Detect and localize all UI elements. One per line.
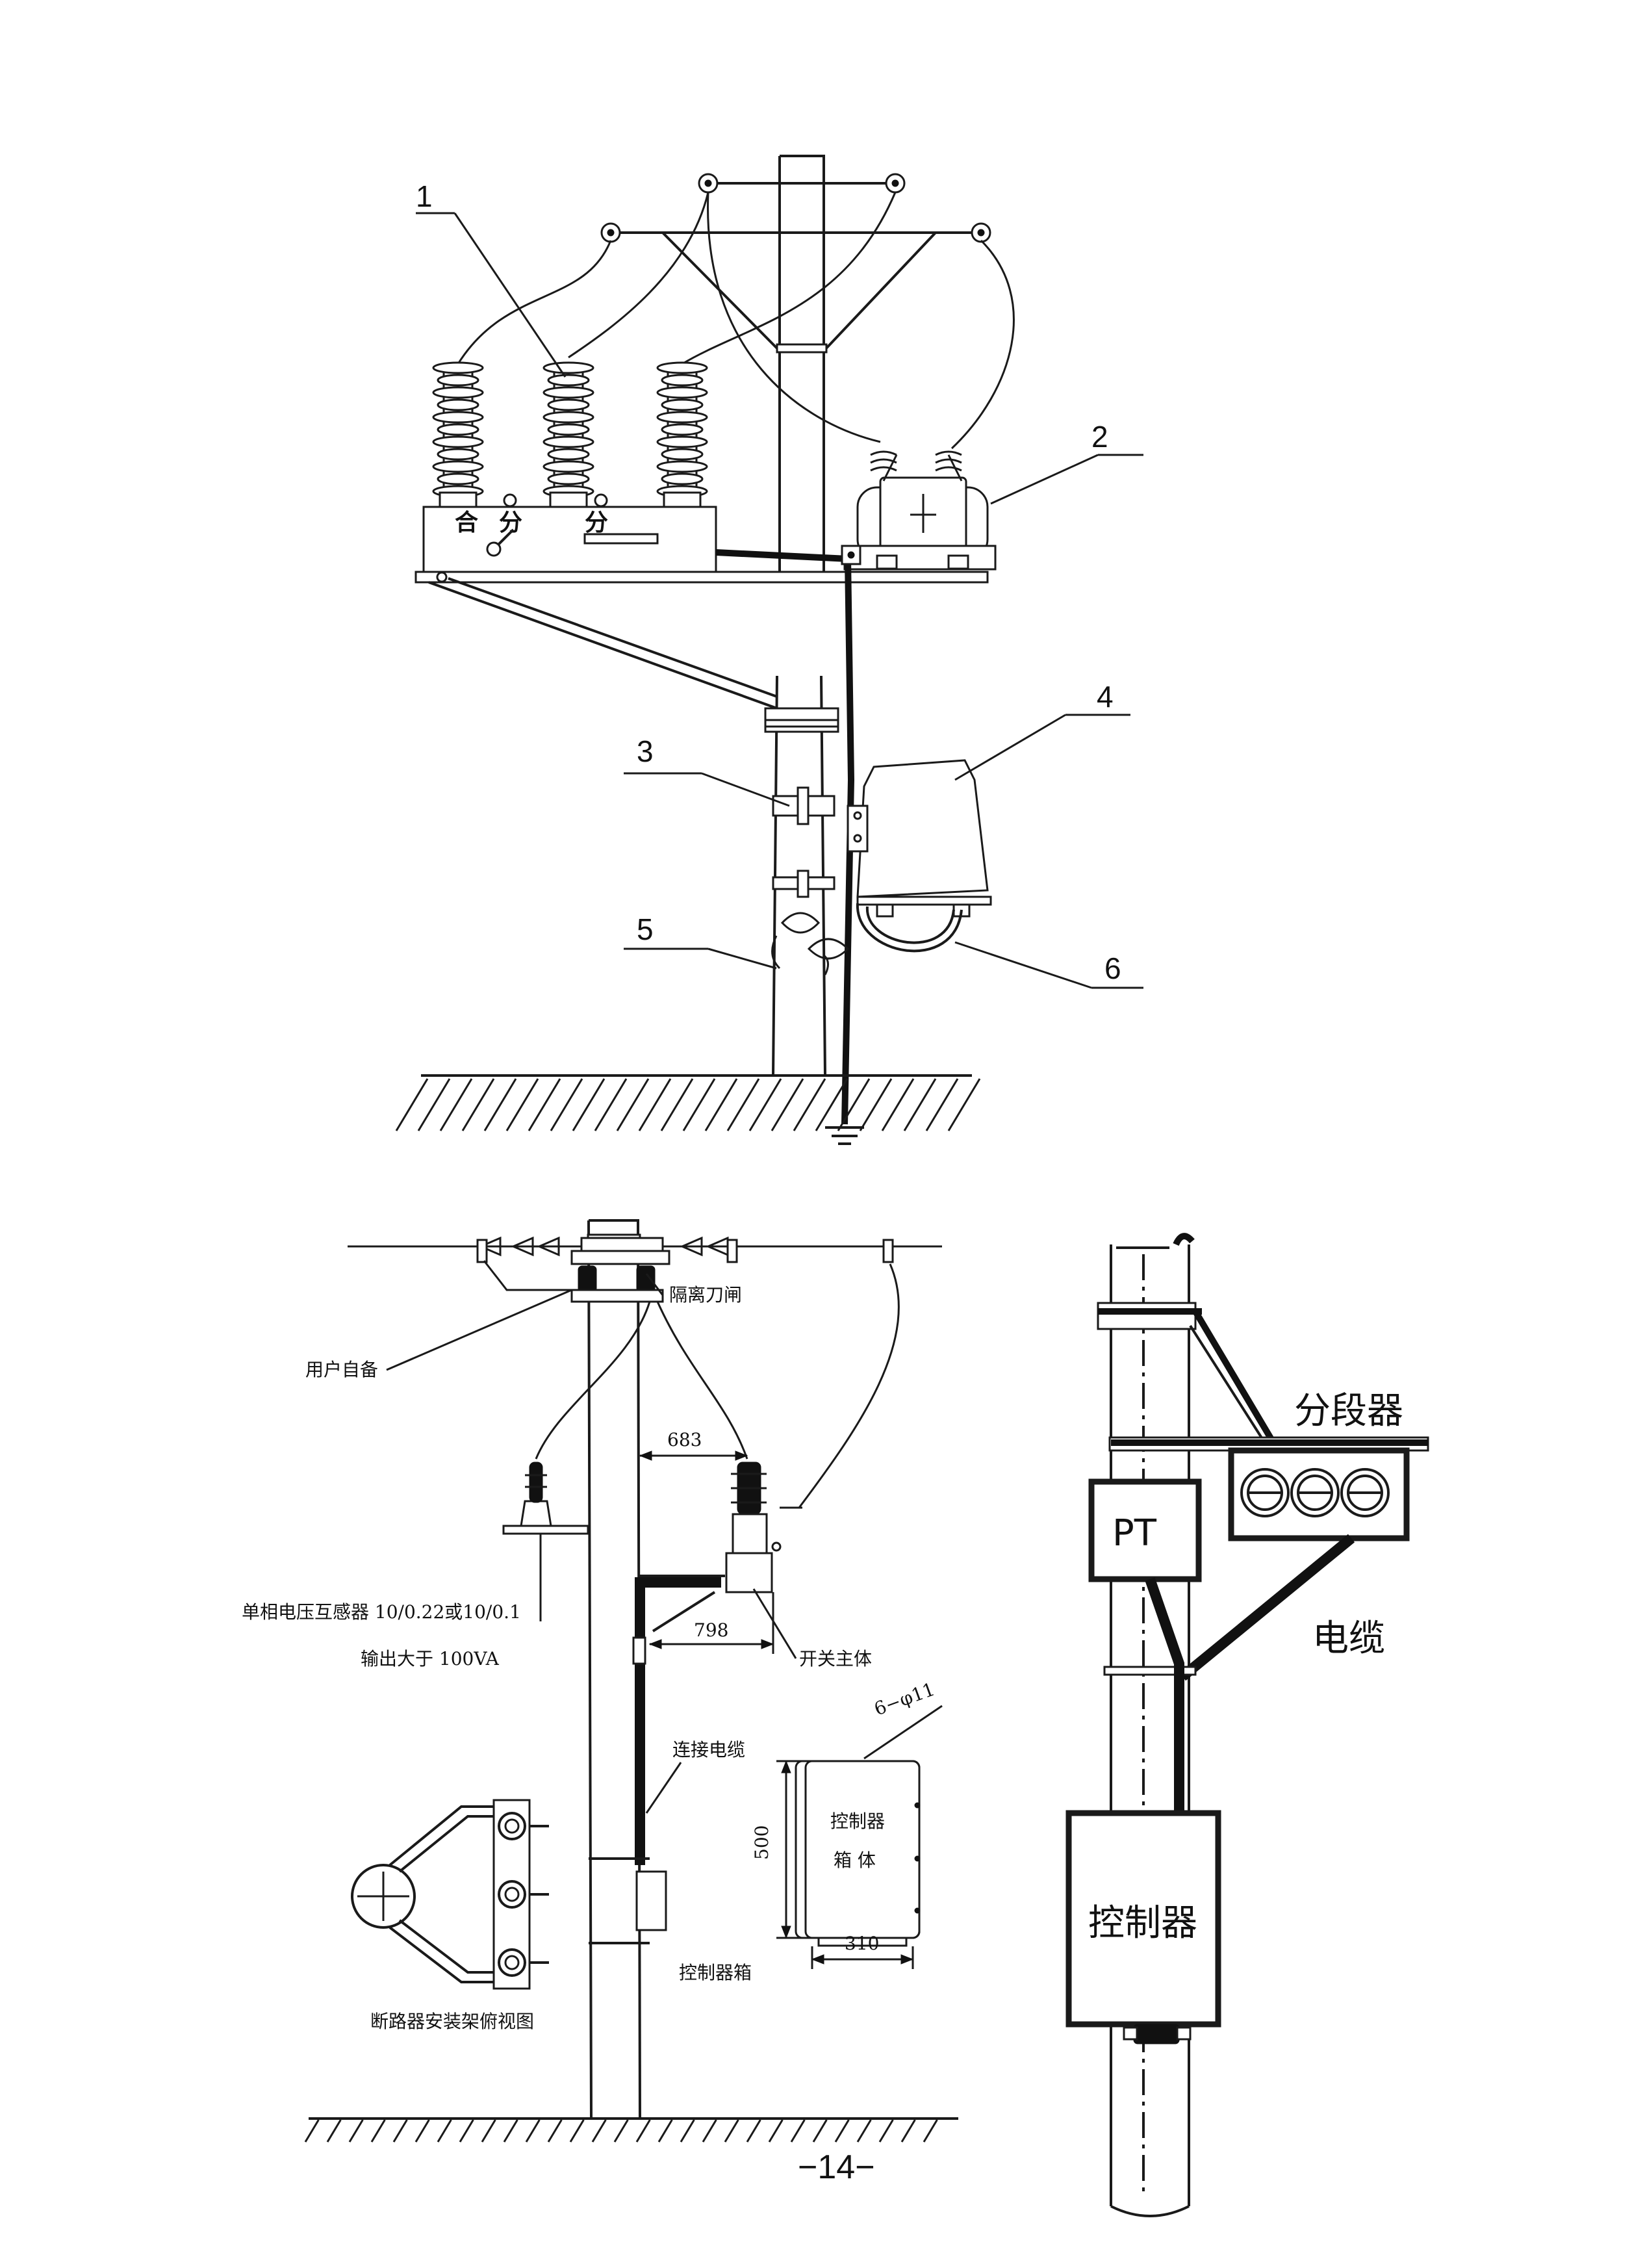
ground-line-top [395,1074,981,1131]
mounting-bracket [771,786,850,975]
bottom-right-diagram: 分段器 PT 电缆 控制器 [1065,1233,1429,2217]
dimension-500: 500 [751,1825,772,1860]
connecting-cable [589,1577,721,1944]
svg-text:683: 683 [667,1429,702,1450]
label-sectionalizer: 分段器 [1294,1390,1403,1432]
label-pt: PT [1112,1512,1157,1554]
breaker-insulators [432,361,708,508]
callout-leaders [416,212,1143,989]
close-label: 合 [455,509,478,536]
tension-insulator-string [476,1236,894,1303]
controller-box-right: 控制器 [1065,1810,1221,2044]
page-number: −14− [798,2148,875,2186]
callout-4: 4 [1097,680,1114,714]
label-user-supplied: 用户自备 [305,1359,378,1380]
label-pt-spec: 单相电压互感器 10/0.22或10/0.1 [242,1601,521,1623]
svg-text:798: 798 [694,1619,728,1641]
voltage-transformer [843,450,997,571]
lower-brace [1103,1534,1355,1681]
callout-5: 5 [637,912,654,946]
box-text-1: 控制器 [830,1811,885,1832]
insulator-stack [656,361,708,508]
vacuum-breaker-body: 合 分 分 [416,493,721,573]
dimension-798: 798 [648,1592,774,1654]
top-crossarm [600,173,991,354]
dimension-310: 310 [845,1933,879,1954]
sectionalizer-platform [1108,1436,1429,1452]
pole-bottom-left [587,1219,641,2119]
breaker-platform [414,571,989,733]
mounting-frame-top-view [351,1799,549,1990]
controller-cabinet [847,759,992,953]
dimension-683: 683 [639,1429,748,1461]
open-label-2: 分 [585,509,608,536]
label-cable-right: 电缆 [1312,1617,1385,1660]
single-phase-pt [502,1462,589,1605]
label-holes: 6−φ11 [871,1679,937,1720]
switch-main-body [640,1462,782,1632]
label-cable: 连接电缆 [672,1739,745,1760]
ground-line-bottom-left [304,2117,958,2143]
insulator-stack [432,361,484,508]
callout-2: 2 [1091,420,1108,454]
sectionalizer-box [1228,1447,1410,1541]
top-diagram: 合 分 分 [395,155,1143,1145]
upper-bracket [1097,1302,1277,1445]
bottom-left-diagram: 683 798 隔离刀闸 用户自备 单相电压互感器 10/0.22或10/0.1… [242,1219,958,2143]
box-text-2: 箱 体 [834,1849,876,1871]
label-controller-box: 控制器箱 [679,1962,752,1983]
callout-1: 1 [416,179,433,213]
label-output: 输出大于 100VA [361,1648,500,1669]
callout-6: 6 [1104,951,1121,985]
callout-3: 3 [637,734,654,768]
controller-box-drawing: 6−φ11 控制器 箱 体 500 310 [751,1679,943,1969]
cable-run [1145,1577,1184,1813]
label-top-view: 断路器安装架俯视图 [370,2011,534,2032]
utility-pole [772,155,826,1076]
ground-cable [715,545,864,1145]
drop-wires [535,1263,900,1509]
pt-box: PT [1088,1478,1202,1582]
label-isolating-switch: 隔离刀闸 [669,1284,742,1306]
insulator-stack [542,361,594,508]
label-controller: 控制器 [1088,1902,1197,1944]
conductor-wires [457,192,1015,450]
label-switch-body: 开关主体 [799,1648,872,1669]
